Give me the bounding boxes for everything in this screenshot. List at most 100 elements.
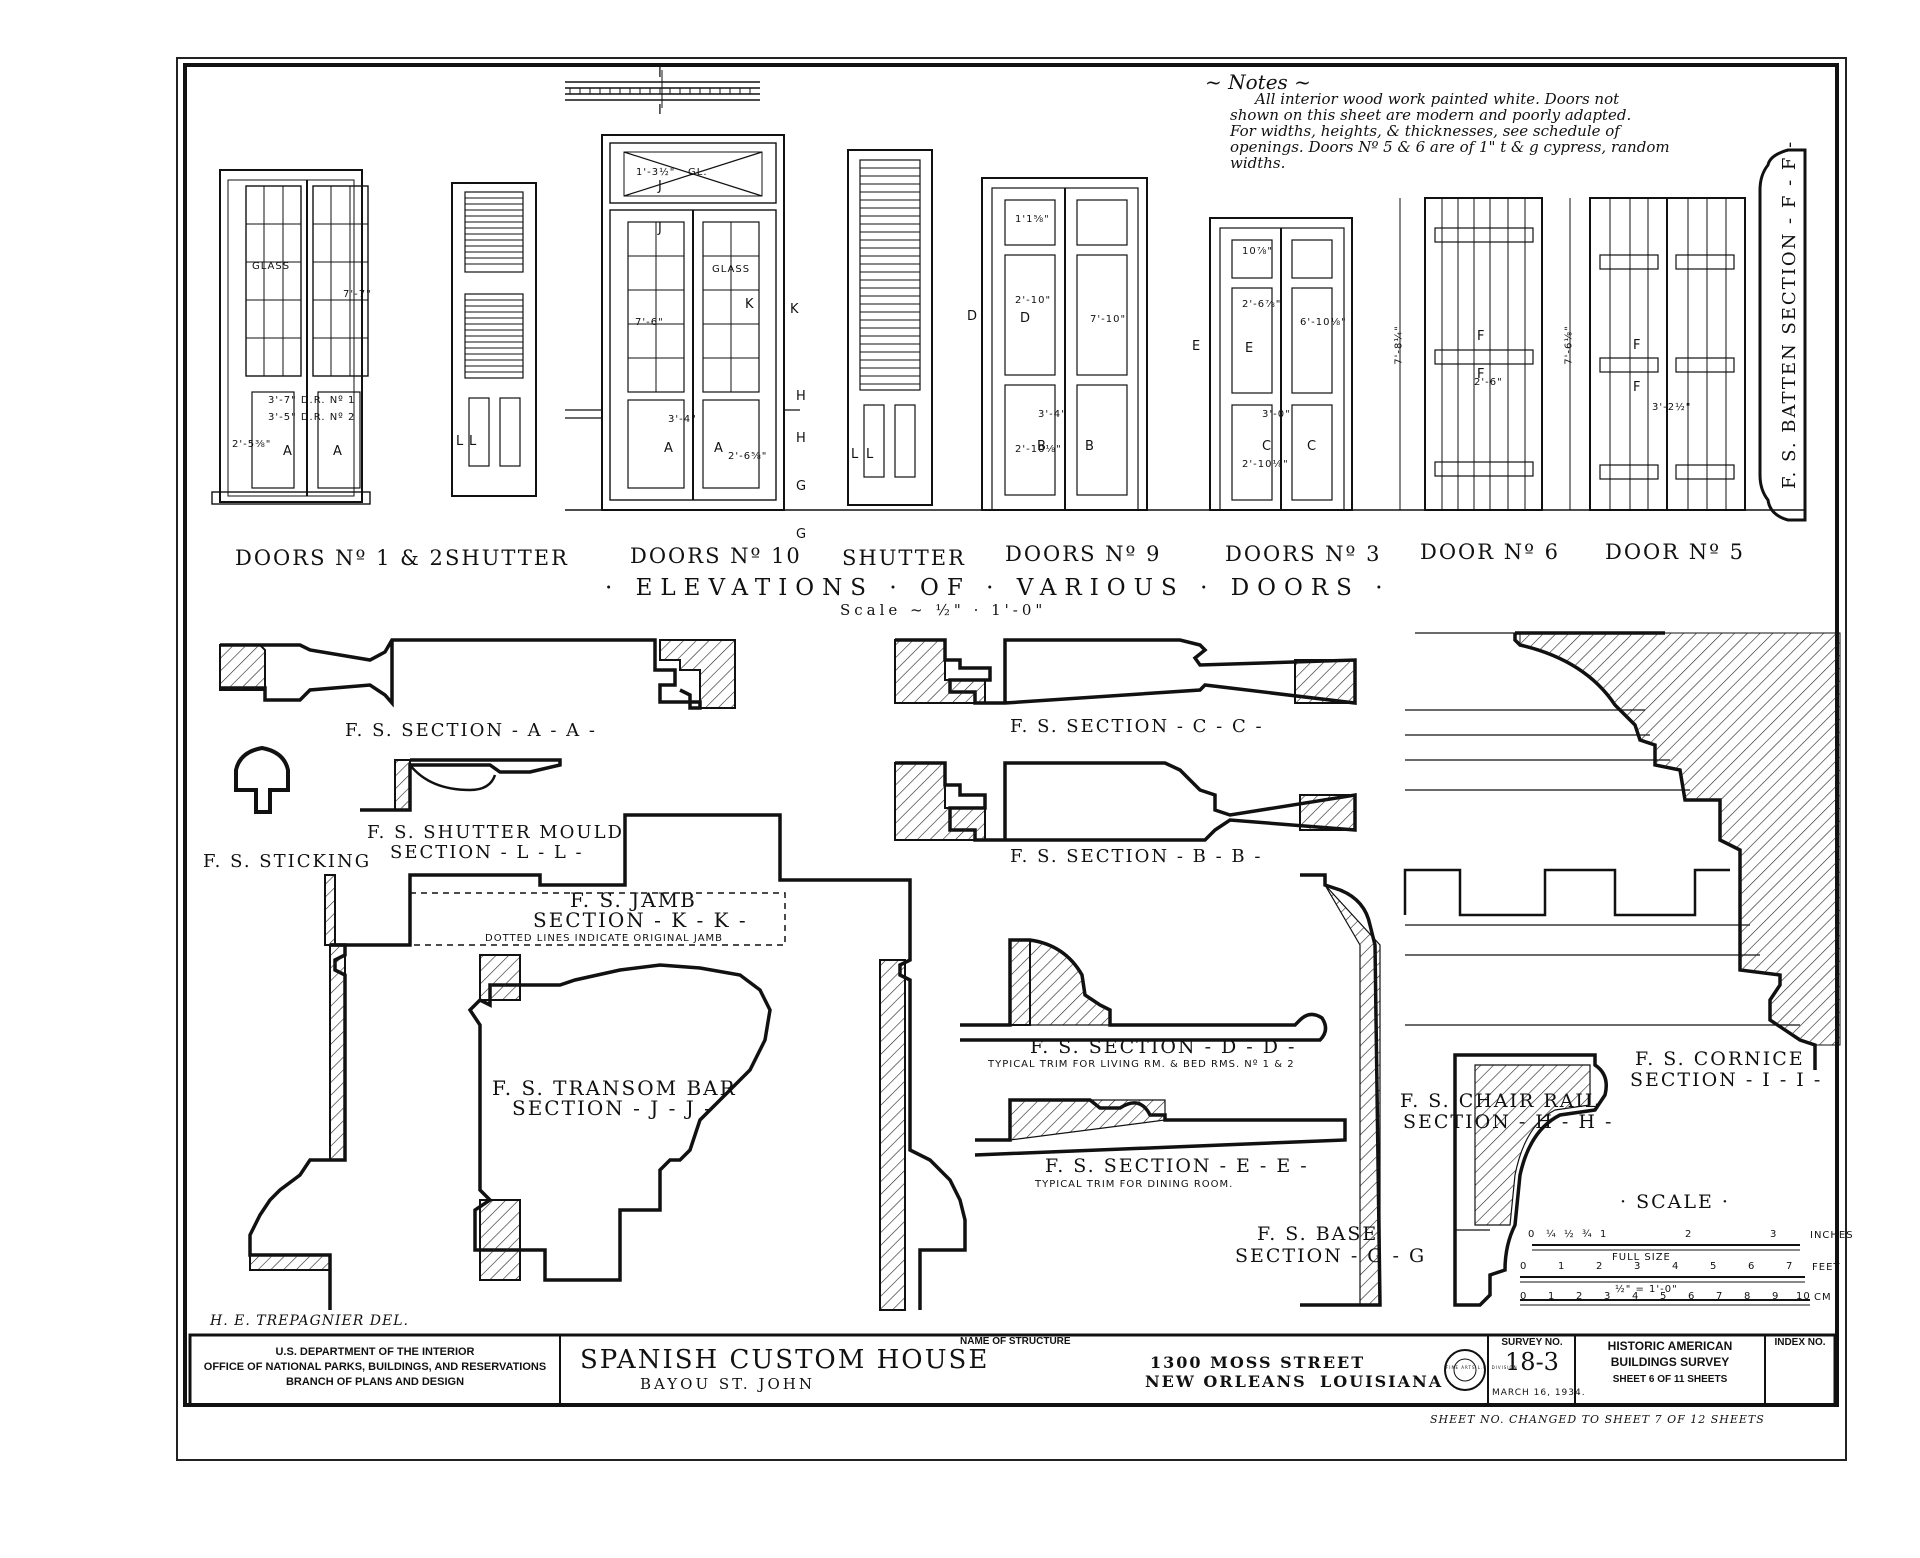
section-ee-label: F. S. SECTION - E - E -	[1045, 1155, 1309, 1177]
sticking-shape	[234, 745, 290, 814]
structure-state: LOUISIANA	[1320, 1372, 1444, 1391]
notes-line-3: For widths, heights, & thicknesses, see …	[1230, 122, 1620, 140]
sheet-number: SHEET 6 OF 11 SHEETS	[1612, 1374, 1728, 1385]
cornice-label-2: SECTION - I - I -	[1630, 1069, 1823, 1091]
cm-tick-2: 2	[1576, 1291, 1584, 1302]
habs-line-2: BUILDINGS SURVEY	[1610, 1355, 1730, 1369]
jamb-note: DOTTED LINES INDICATE ORIGINAL JAMB	[485, 933, 724, 944]
letter-h-2: H	[796, 431, 807, 446]
shutter-left-elevation	[451, 182, 537, 497]
door10-dim-4: 1'-3½"	[636, 167, 676, 178]
cm-tick-4: 4	[1632, 1291, 1640, 1302]
door-3-elevation	[1209, 217, 1353, 511]
sticking-label: F. S. STICKING	[203, 851, 372, 872]
letter-f-1: F	[1477, 329, 1486, 344]
letter-a-2: A	[333, 444, 343, 459]
half-inch-label: ½" = 1'-0"	[1615, 1284, 1678, 1295]
label-door-5: DOOR Nº 5	[1605, 540, 1746, 564]
outer-border	[176, 57, 1847, 1461]
inch-tick-6: 3	[1770, 1229, 1778, 1240]
cornice-strip	[565, 70, 760, 108]
foot-tick-2: 2	[1596, 1261, 1604, 1272]
door9-dim-4: 2'-10⅛"	[1015, 444, 1062, 455]
letter-a-4: A	[714, 441, 724, 456]
jamb-label-2: SECTION - K - K -	[533, 908, 748, 932]
letter-l-3: L	[851, 447, 860, 462]
section-bb-shape	[894, 761, 1357, 842]
letter-c-1: C	[1262, 439, 1273, 454]
door-10-elevation	[565, 134, 800, 511]
letter-a-1: A	[283, 444, 293, 459]
door-5-elevation	[1569, 197, 1746, 511]
door12-dim-3: 7'-7"	[343, 289, 372, 300]
door3-dim-4: 2'-10⅛"	[1242, 459, 1289, 470]
door3-dim-3: 6'-10⅛"	[1300, 317, 1347, 328]
door5-dim-1: 7'-6⅛"	[1563, 325, 1575, 365]
letter-f-4: F	[1633, 380, 1642, 395]
structure-address: 1300 MOSS STREET	[1150, 1353, 1366, 1372]
scale-bars	[1520, 1244, 1810, 1306]
notes-line-4: openings. Doors Nº 5 & 6 are of 1" t & g…	[1230, 138, 1670, 156]
letter-j-1: J	[658, 179, 663, 194]
door12-dim-2: 3'-5" D.R. Nº 2	[268, 412, 356, 423]
letter-d-2: D	[1020, 311, 1032, 326]
letter-e-2: E	[1245, 341, 1255, 356]
feet-scale-ticks: 0 1 2 3 4 5 6 7	[1520, 1262, 1810, 1274]
section-aa-label: F. S. SECTION - A - A -	[345, 720, 597, 741]
door6-dim-1: 7'-8¼"	[1393, 325, 1405, 365]
survey-number: 18-3	[1505, 1348, 1559, 1376]
fine-arts-stamp-icon	[1444, 1349, 1486, 1391]
chair-label-1: F. S. CHAIR RAIL	[1400, 1090, 1600, 1112]
agency-line-2: OFFICE OF NATIONAL PARKS, BUILDINGS, AND…	[203, 1361, 547, 1373]
cm-tick-9: 9	[1772, 1291, 1780, 1302]
section-chair-shape	[1453, 1053, 1608, 1307]
cm-tick-5: 5	[1660, 1291, 1668, 1302]
door-9-elevation	[981, 177, 1148, 511]
jamb-transom-shape	[248, 813, 967, 1311]
letter-c-2: C	[1307, 439, 1318, 454]
letter-f-3: F	[1633, 338, 1642, 353]
fine-arts-stamp-text: FINE ARTS L.C. DIVISION	[1446, 1365, 1518, 1370]
feet-unit: FEET	[1812, 1262, 1841, 1273]
letter-d-1: D	[967, 309, 979, 324]
cm-tick-8: 8	[1744, 1291, 1752, 1302]
foot-tick-1: 1	[1558, 1261, 1566, 1272]
door10-dim-1: 3'-4"	[668, 414, 697, 425]
chair-label-2: SECTION - H - H -	[1403, 1111, 1614, 1133]
scale-title: · SCALE ·	[1620, 1191, 1730, 1213]
section-ee-note: TYPICAL TRIM FOR DINING ROOM.	[1035, 1179, 1234, 1190]
letter-g-1: G	[796, 479, 808, 494]
base-label-1: F. S. BASE	[1257, 1223, 1379, 1245]
cm-scale-ticks: 0 1 2 3 4 5 6 7 8 9 10	[1520, 1292, 1810, 1304]
batten-section-ff	[1758, 148, 1807, 522]
transom-label-1: F. S. TRANSOM BAR	[492, 1076, 737, 1100]
door3-dim-1: 3'-0"	[1262, 409, 1291, 420]
inch-tick-0: 0	[1528, 1229, 1536, 1240]
foot-tick-4: 4	[1672, 1261, 1680, 1272]
structure-subtitle: BAYOU ST. JOHN	[640, 1375, 815, 1393]
cm-tick-6: 6	[1688, 1291, 1696, 1302]
index-label: INDEX NO.	[1774, 1337, 1826, 1348]
label-doors-9: DOORS Nº 9	[1005, 542, 1162, 566]
door9-dim-3: 7'-10"	[1090, 314, 1127, 325]
inches-unit: INCHES	[1810, 1230, 1854, 1241]
cm-unit: CM	[1814, 1292, 1832, 1303]
cm-tick-7: 7	[1716, 1291, 1724, 1302]
door-1-2-elevation	[211, 169, 371, 505]
survey-label: SURVEY NO.	[1501, 1337, 1563, 1348]
section-dd-note: TYPICAL TRIM FOR LIVING RM. & BED RMS. N…	[988, 1059, 1295, 1070]
door12-dim-1: 3'-7" D.R. Nº 1	[268, 395, 356, 406]
inches-scale-ticks: 0 ¼ ½ ¾ 1 2 3	[1528, 1230, 1808, 1242]
letter-l-4: L	[866, 447, 875, 462]
door12-glass-label: GLASS	[252, 261, 291, 272]
cm-tick-0: 0	[1520, 1291, 1528, 1302]
agency-line-1: U.S. DEPARTMENT OF THE INTERIOR	[275, 1346, 475, 1358]
full-size-label: FULL SIZE	[1612, 1252, 1671, 1263]
shutter-right-elevation	[847, 149, 933, 506]
letter-i-2: I	[658, 103, 663, 118]
letter-l-1: L	[456, 434, 465, 449]
section-ee-shape	[974, 1098, 1347, 1157]
foot-tick-5: 5	[1710, 1261, 1718, 1272]
door10-dim-3: 2'-6⅝"	[728, 451, 768, 462]
